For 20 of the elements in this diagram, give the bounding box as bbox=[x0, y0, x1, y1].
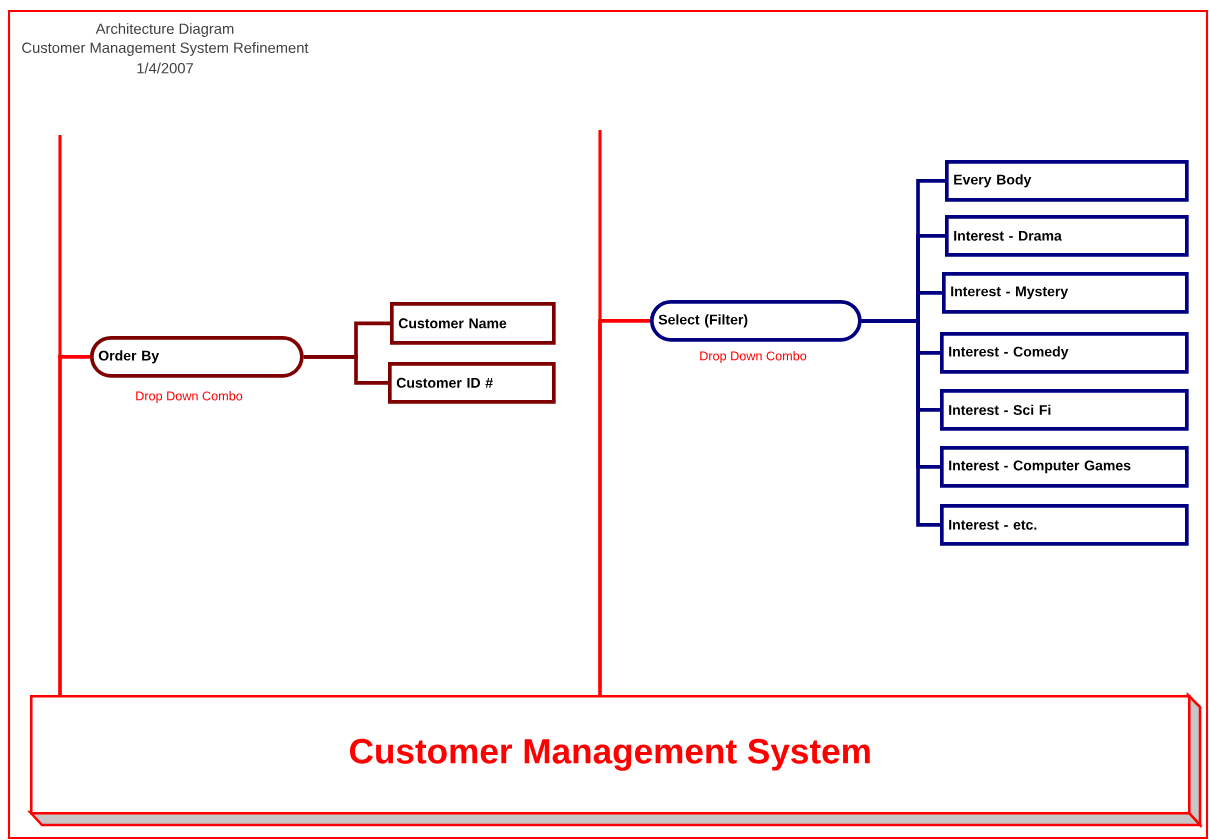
connector bbox=[861, 319, 940, 527]
connector bbox=[303, 355, 388, 385]
combo-box: Select (Filter) bbox=[650, 300, 862, 342]
subtitle: Customer Management System Refinement bbox=[22, 42, 309, 56]
option-box: Interest - Drama bbox=[945, 215, 1189, 257]
option-box: Customer Name bbox=[390, 302, 556, 345]
option-box: Interest - etc. bbox=[940, 504, 1189, 546]
option-box: Interest - Mystery bbox=[942, 272, 1189, 314]
option-box: Customer ID # bbox=[388, 362, 556, 404]
title: Architecture Diagram bbox=[95, 23, 234, 37]
option-box: Every Body bbox=[945, 160, 1189, 202]
annotation-text: Drop Down Combo bbox=[700, 351, 807, 363]
subtitle: 1/4/2007 bbox=[137, 62, 193, 74]
combo-box: Order By bbox=[90, 336, 304, 378]
connector bbox=[58, 355, 90, 695]
option-box: Interest - Comedy bbox=[940, 332, 1189, 374]
option-box: Interest - Sci Fi bbox=[940, 389, 1189, 431]
option-box: Interest - Computer Games bbox=[940, 446, 1189, 488]
annotation-text: Drop Down Combo bbox=[136, 391, 243, 403]
connector bbox=[598, 319, 650, 695]
